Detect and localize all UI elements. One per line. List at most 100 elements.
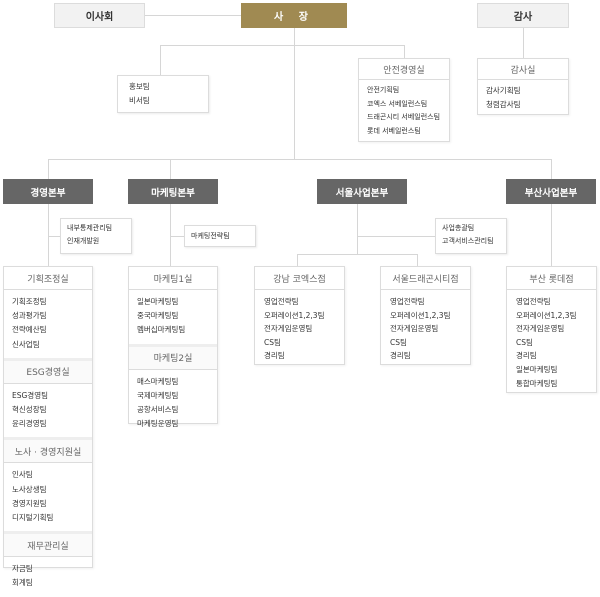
team-item: 영업전략팀 [516, 297, 551, 306]
team-item: 비서팀 [129, 96, 150, 105]
hq-busan: 부산사업본부 [506, 179, 596, 204]
team-item: 오퍼레이션1,2,3팀 [516, 310, 577, 320]
team-item: 전략예산팀 [12, 325, 47, 335]
hq1-staff-link [48, 236, 60, 237]
ceo-staff-connector [160, 45, 404, 46]
hq-label: 경영본부 [30, 187, 66, 199]
team-item: 일본마케팅팀 [137, 297, 179, 306]
team-item: 사업총괄팀 [442, 224, 475, 232]
team-item: 경영지원팀 [12, 498, 47, 508]
team-item: 코엑스 서베일런스팀 [367, 99, 428, 108]
team-item: 오퍼레이션1,2,3팀 [390, 310, 451, 320]
team-item: 전자게임운영팀 [516, 324, 565, 334]
team-item: 매스마케팅팀 [137, 376, 179, 386]
team-item: CS팀 [264, 337, 281, 347]
safety-office-title: 안전경영실 [359, 59, 449, 80]
safety-office: 안전경영실 안전기획팀 코엑스 서베일런스팀 드래곤시티 서베일런스팀 롯데 서… [358, 58, 450, 142]
team-item: 전자게임운영팀 [264, 324, 313, 334]
ceo-trunk [294, 27, 295, 159]
team-item: 마케팅운영팀 [137, 419, 179, 429]
hq2-drop [170, 159, 171, 179]
ceo-label: 사 장 [274, 12, 314, 23]
team-item: ESG경영팀 [12, 390, 49, 400]
team-item: 인재개발원 [67, 237, 100, 245]
team-item: 중국마케팅팀 [137, 311, 179, 321]
audit-office: 감사실 감사기획팀 청렴감사팀 [477, 58, 569, 115]
audit-office-title: 감사실 [478, 59, 568, 80]
team-item: 홍보팀 [129, 82, 150, 91]
hq3-staff-link [357, 236, 435, 237]
office-teams: 영업전략팀 오퍼레이션1,2,3팀 전자게임운영팀 CS팀 경리팀 [255, 290, 344, 369]
safety-connector [404, 45, 405, 58]
management-offices: 기획조정실 기획조정팀 성과평가팀 전략예산팀 신사업팀 ESG경영실 ESG경… [3, 266, 93, 587]
team-item: 자금팀 [12, 564, 33, 574]
team-item: 혁신성장팀 [12, 405, 47, 415]
hq4-stem [551, 202, 552, 267]
board-label: 이사회 [85, 12, 114, 23]
team-item: 국제마케팅팀 [137, 390, 179, 400]
coex-drop [297, 254, 298, 267]
team-item: 드래곤시티 서베일런스팀 [367, 113, 441, 121]
team-item: 경리팀 [264, 351, 285, 361]
team-item: 윤리경영팀 [12, 419, 47, 429]
office-title: 노사 · 경영지원실 [4, 437, 92, 464]
team-item: 통합마케팅팀 [516, 378, 558, 388]
marketing-direct-teams: 마케팅전략팀 [184, 225, 256, 247]
office-title: 강남 코엑스점 [255, 267, 344, 290]
audit-office-teams: 감사기획팀 청렴감사팀 [478, 80, 568, 115]
team-item: 전자게임운영팀 [390, 324, 439, 334]
team-item: 회계팀 [12, 578, 33, 588]
hq3-branch-bus [297, 254, 417, 255]
team-item: 경리팀 [390, 351, 411, 361]
board-box: 이사회 [54, 3, 145, 28]
office-title: 마케팅2실 [129, 343, 217, 370]
office-title: 서울드래곤시티점 [381, 267, 470, 290]
hq-label: 서울사업본부 [335, 187, 389, 199]
dragon-drop [417, 254, 418, 267]
hq-management: 경영본부 [3, 179, 93, 204]
office-teams: 영업전략팀 오퍼레이션1,2,3팀 전자게임운영팀 CS팀 경리팀 일본마케팅팀… [507, 290, 596, 396]
pr-connector [160, 45, 161, 75]
team-item: 마케팅전략팀 [191, 232, 230, 240]
office-title: 마케팅1실 [129, 267, 217, 290]
office-teams: 자금팀 회계팀 [4, 557, 92, 596]
hq1-stem [48, 202, 49, 267]
audit-box: 감사 [477, 3, 569, 28]
hq-label: 부산사업본부 [524, 187, 578, 199]
team-item: 일본마케팅팀 [516, 364, 558, 374]
team-item: 안전기획팀 [367, 86, 400, 94]
marketing-offices: 마케팅1실 일본마케팅팀 중국마케팅팀 멤버십마케팅팀 마케팅2실 매스마케팅팀… [128, 266, 218, 428]
team-item: 멤버십마케팅팀 [137, 325, 186, 335]
team-item: 청렴감사팀 [486, 99, 521, 109]
team-item: 성과평가팀 [12, 311, 47, 321]
team-item: 노사상생팀 [12, 484, 47, 494]
audit-connector [523, 27, 524, 58]
office-title: ESG경영실 [4, 357, 92, 384]
hq-bus [48, 159, 552, 160]
safety-office-teams: 안전기획팀 코엑스 서베일런스팀 드래곤시티 서베일런스팀 롯데 서베일런스팀 [359, 80, 449, 142]
office-teams: 영업전략팀 오퍼레이션1,2,3팀 전자게임운영팀 CS팀 경리팀 [381, 290, 470, 369]
team-item: 내부통제관리팀 [67, 224, 113, 232]
team-item: 영업전략팀 [264, 297, 299, 306]
hq2-stem [170, 202, 171, 267]
team-item: 오퍼레이션1,2,3팀 [264, 310, 325, 320]
hq2-staff-link [170, 236, 184, 237]
team-item: 영업전략팀 [390, 297, 425, 306]
hq4-drop [551, 159, 552, 179]
hq3-stem [357, 202, 358, 254]
board-connector [145, 15, 241, 16]
office-teams: 인사팀 노사상생팀 경영지원팀 디지털기획팀 [4, 463, 92, 531]
coex-branch: 강남 코엑스점 영업전략팀 오퍼레이션1,2,3팀 전자게임운영팀 CS팀 경리… [254, 266, 345, 365]
hq-label: 마케팅본부 [151, 187, 195, 199]
hq-marketing: 마케팅본부 [128, 179, 218, 204]
team-item: 공항서비스팀 [137, 405, 179, 415]
audit-label: 감사 [513, 12, 533, 23]
office-teams: 일본마케팅팀 중국마케팅팀 멤버십마케팅팀 [129, 290, 217, 344]
team-item: 기획조정팀 [12, 297, 47, 306]
team-item: 고객서비스관리팀 [442, 237, 494, 245]
team-item: 감사기획팀 [486, 86, 521, 95]
ceo-box: 사 장 [241, 3, 347, 28]
ceo-direct-teams: 홍보팀 비서팀 [117, 75, 209, 113]
team-item: 경리팀 [516, 351, 537, 361]
team-item: 신사업팀 [12, 339, 40, 349]
